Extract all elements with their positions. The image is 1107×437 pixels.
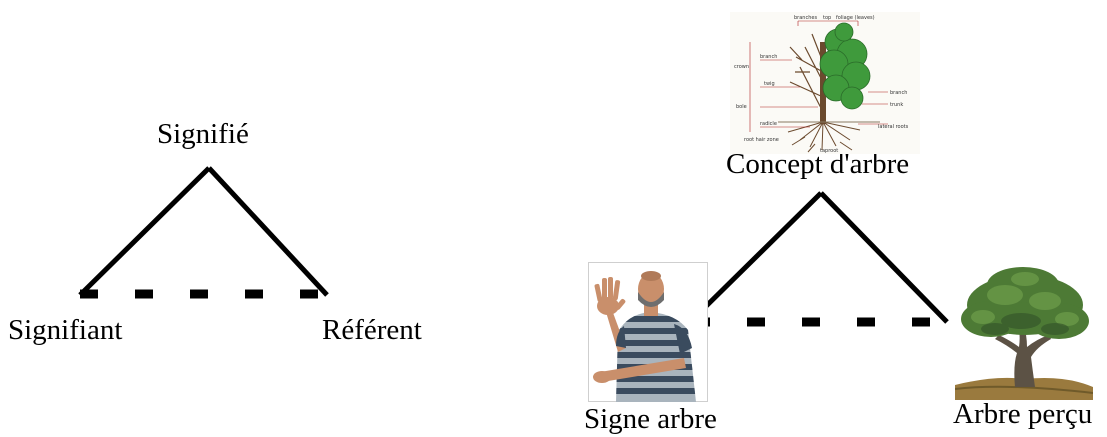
signifiant-label: Signifiant [8,314,123,346]
tree-annotation-foliage: foliage (leaves) [836,15,875,21]
concept-arbre-label: Concept d'arbre [726,148,910,180]
tree-annotation-lateral-roots: lateral roots [878,124,909,130]
right-triangle-left-edge [688,191,823,324]
arbre-percu-label: Arbre perçu [953,398,1093,430]
tree-annotation-root-hair: root hair zone [744,137,779,143]
referent-label: Référent [322,314,422,346]
tree-annotation-branch-left: branch [760,54,777,60]
tree-annotation-trunk: trunk [890,102,903,108]
tree-annotation-top: top [823,15,831,21]
tree-annotation-branches: branches [794,15,817,21]
right-triangle-right-edge [819,191,949,324]
signing-man-image [588,262,708,402]
tree-annotation-crown: crown [734,64,749,70]
tree-annotation-bole: bole [736,104,747,110]
tree-anatomy-illustration: branches top foliage (leaves) crown bran… [730,12,920,154]
tree-annotation-twig: twig [764,81,775,87]
tree-annotation-radicle: radicle [760,121,777,127]
signe-arbre-label: Signe arbre [584,403,717,435]
perceived-tree-image [955,267,1093,400]
signifie-label: Signifié [157,118,249,150]
tree-annotation-branch-right: branch [890,90,907,96]
left-triangle-right-edge [207,166,329,297]
tree-annotation-taproot: taproot [820,148,838,154]
left-triangle-left-edge [78,166,211,297]
